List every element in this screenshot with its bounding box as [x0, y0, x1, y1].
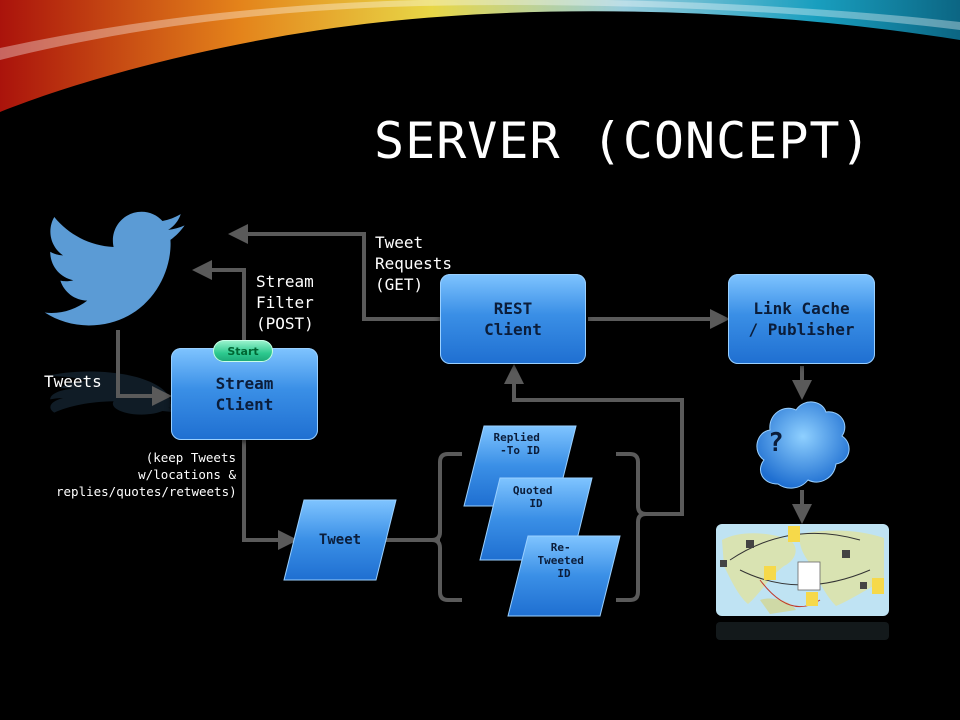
header-swoosh: [0, 0, 960, 112]
cloud-question-mark: ?: [768, 428, 784, 458]
quoted-label-2: ID: [529, 497, 543, 510]
quoted-label-1: Quoted: [513, 484, 553, 497]
slide-title: SERVER (CONCEPT): [374, 112, 872, 170]
retweeted-label-3: ID: [557, 567, 571, 580]
arrow-stream-to-tweet: [242, 440, 298, 550]
arrow-tweets-in: [116, 330, 172, 406]
start-button[interactable]: Start: [213, 340, 273, 362]
cloud-icon: [756, 401, 850, 489]
keep-tweets-note: (keep Tweets w/locations & replies/quote…: [56, 450, 237, 499]
replied-label-1: Replied: [494, 431, 540, 444]
tweets-label: Tweets: [44, 372, 102, 391]
map-thumbnail-icon: [716, 524, 889, 616]
stream-client-box: Stream Client: [171, 348, 318, 440]
tweet-shape: Tweet: [283, 499, 397, 581]
map-reflection: [716, 622, 889, 640]
tweet-requests-label: Tweet Requests (GET): [375, 233, 453, 294]
svg-text:Re- Tweeted ID: Re- Tweeted ID: [538, 541, 591, 580]
left-brace: [431, 452, 462, 602]
retweeted-shape: Re- Tweeted ID: [507, 535, 621, 617]
arrow-stream-filter: [192, 260, 246, 348]
svg-text:Replied -To ID: Replied -To ID: [494, 431, 547, 457]
arrow-brace-to-rest: [504, 364, 684, 516]
arrow-tweet-requests: [228, 224, 440, 321]
retweeted-label-1: Re-: [551, 541, 571, 554]
tweet-label: Tweet: [319, 532, 361, 548]
svg-text:Quoted ID: Quoted ID: [513, 484, 559, 510]
stream-filter-label: Stream Filter (POST): [256, 272, 314, 333]
twitter-bird-reflection: [44, 371, 185, 415]
right-brace: [616, 452, 647, 602]
twitter-bird-icon: [44, 211, 185, 326]
link-cache-box: Link Cache / Publisher: [728, 274, 875, 364]
connectors: [116, 224, 812, 602]
rest-client-box: REST Client: [440, 274, 586, 364]
retweeted-label-2: Tweeted: [538, 554, 584, 567]
replied-label-2: -To ID: [500, 444, 540, 457]
